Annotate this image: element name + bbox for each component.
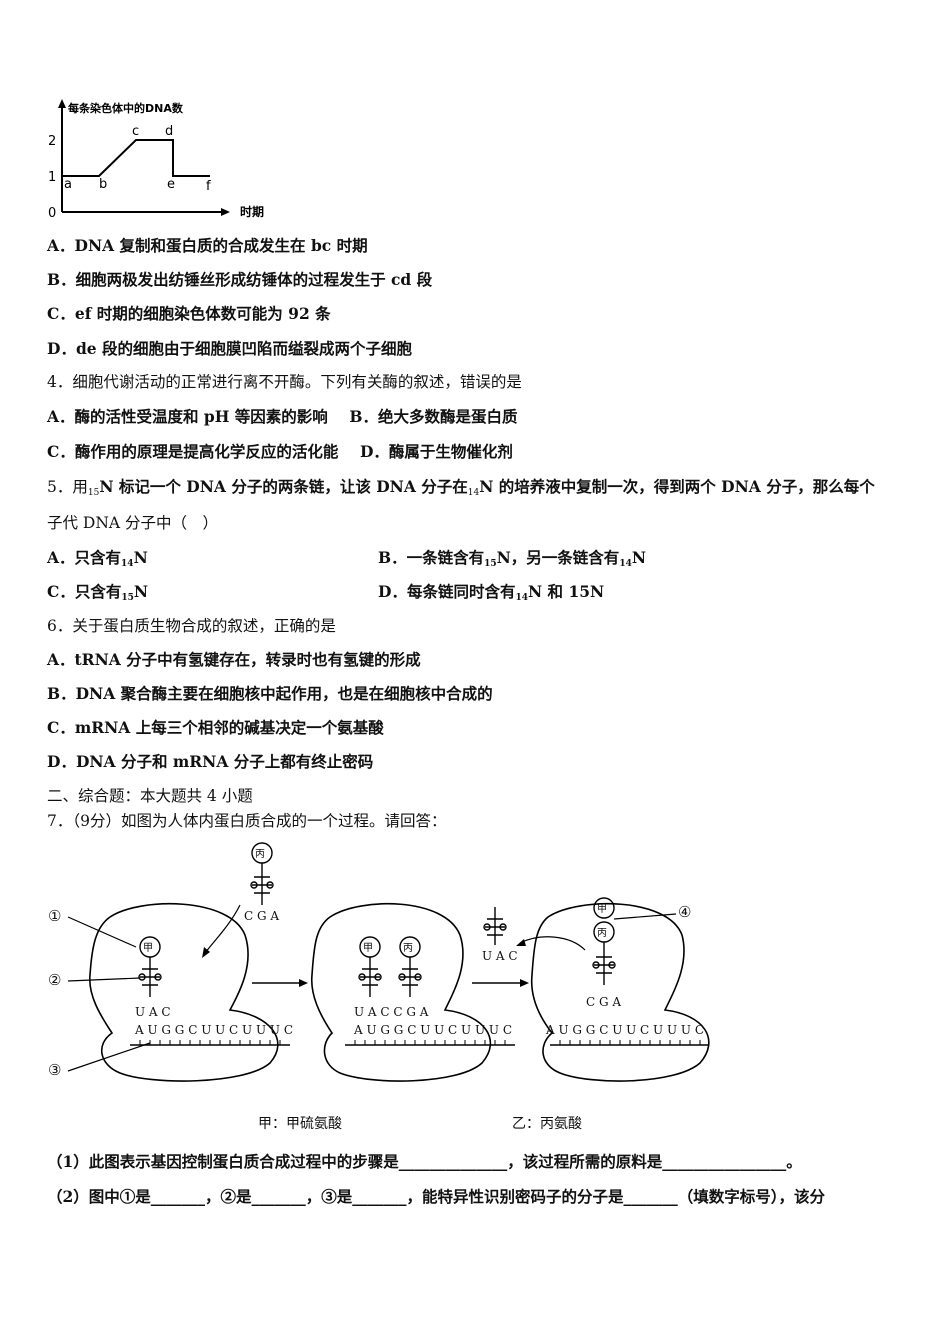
process-arrowhead-1 xyxy=(299,979,308,987)
point-label-b: b xyxy=(99,177,107,192)
q6-option-a: A．tRNA 分子中有氢键存在，转录时也有氢键的形成 xyxy=(47,650,421,669)
q7-stem: 7．（9分）如图为人体内蛋白质合成的一个过程。请回答： xyxy=(47,812,447,830)
process-arrowhead-2 xyxy=(520,979,529,987)
chart-svg: 每条染色体中的DNA数 时期 0 1 2 a b c d e f xyxy=(48,99,264,221)
point-label-f: f xyxy=(206,179,211,194)
point-label-d: d xyxy=(165,124,173,139)
anticodon-cga-3: C G A xyxy=(586,995,622,1009)
q4-options-row1: A．酶的活性受温度和 pH 等因素的影响 B．绝大多数酶是蛋白质 xyxy=(47,407,518,427)
chart-ylabel: 每条染色体中的DNA数 xyxy=(68,101,184,115)
q3-option-a: A．DNA 复制和蛋白质的合成发生在 bc 时期 xyxy=(47,236,368,255)
mrna-ticks-2 xyxy=(354,1040,506,1045)
point-label-a: a xyxy=(64,177,72,192)
q5-stem-part-a: 5．用 xyxy=(47,478,88,496)
q3-option-c: C．ef 时期的细胞染色体数可能为 92 条 xyxy=(47,304,331,323)
jia-label-1: 甲 xyxy=(143,943,153,954)
trna-site-2b xyxy=(398,936,422,997)
trna-site-1 xyxy=(138,936,162,997)
series-line xyxy=(62,139,210,177)
y-tick-label-2: 2 xyxy=(48,134,56,149)
q7-sub2: （2）图中①是_______，②是_______，③是_______，能特异性识… xyxy=(47,1187,826,1206)
q7-sub1: （1）此图表示基因控制蛋白质合成过程中的步骤是______________，该过… xyxy=(47,1152,802,1171)
anticodon-uac-1: U A C xyxy=(135,1005,171,1019)
q4-options-row2: C．酶作用的原理是提高化学反应的活化能 D．酶属于生物催化剂 xyxy=(47,442,513,462)
mrna-sequence-1: A U G G C U U C U U U C xyxy=(135,1023,294,1037)
dna-per-chromosome-chart: 每条染色体中的DNA数 时期 0 1 2 a b c d e f xyxy=(40,95,280,225)
q5-stem-part-c: N 的培养液中复制一次，得到两个 DNA 分子，那么每个 xyxy=(479,477,875,496)
q5-option-a: A．只含有14N xyxy=(47,548,148,569)
jia-label-2: 甲 xyxy=(363,943,373,954)
q3-option-b: B．细胞两极发出纺锤丝形成纺锤体的过程发生于 cd 段 xyxy=(47,270,433,289)
ribosome-2 xyxy=(310,903,492,1082)
trna-free-top xyxy=(250,842,274,905)
trna-leaving xyxy=(483,907,507,945)
pointer-1 xyxy=(67,916,137,948)
marker-2: ② xyxy=(48,971,62,989)
pointer-4 xyxy=(613,913,677,920)
bing-label-top: 丙 xyxy=(255,849,265,860)
y-tick-label-1: 1 xyxy=(48,170,56,185)
jia-label-3: 甲 xyxy=(597,904,607,915)
trna-site-3 xyxy=(592,897,616,985)
q5-options-row1: A．只含有14N B．一条链含有15N，另一条链含有14N xyxy=(47,548,907,574)
q5-stem-line2: 子代 DNA 分子中（ ） xyxy=(47,514,219,532)
q4-option-d: D．酶属于生物催化剂 xyxy=(359,442,513,461)
q6-stem: 6．关于蛋白质生物合成的叙述，正确的是 xyxy=(47,617,336,635)
ribosome-1 xyxy=(89,903,279,1082)
point-label-c: c xyxy=(132,124,139,139)
translation-svg xyxy=(67,842,710,1082)
arrow-trna-enter xyxy=(204,904,241,954)
anticodon-uac-leaving: U A C xyxy=(482,949,518,963)
mrna-ticks-1 xyxy=(139,1040,281,1045)
q5-option-b: B．一条链含有15N，另一条链含有14N xyxy=(378,548,647,569)
bing-label-3: 丙 xyxy=(597,928,607,939)
legend-jia: 甲：甲硫氨酸 xyxy=(258,1116,342,1132)
pointer-2 xyxy=(67,977,141,982)
q6-option-b: B．DNA 聚合酶主要在细胞核中起作用，也是在细胞核中合成的 xyxy=(47,684,493,703)
mrna-sequence-2: A U G G C U U C U U U C xyxy=(354,1023,513,1037)
q6-option-d: D．DNA 分子和 mRNA 分子上都有终止密码 xyxy=(47,752,374,771)
q5-option-c: C．只含有15N xyxy=(47,582,149,603)
mrna-sequence-3: A U G G C U U C U U U C xyxy=(546,1023,705,1037)
x-axis-arrow xyxy=(221,208,230,216)
marker-4: ④ xyxy=(678,903,692,921)
q4-stem: 4．细胞代谢活动的正常进行离不开酶。下列有关酶的叙述，错误的是 xyxy=(47,373,522,391)
q6-option-c: C．mRNA 上每三个相邻的碱基决定一个氨基酸 xyxy=(47,718,384,737)
chart-xlabel: 时期 xyxy=(240,204,264,219)
q3-option-d: D．de 段的细胞由于细胞膜凹陷而缢裂成两个子细胞 xyxy=(47,339,413,358)
anticodon-uac-cga-2: U A C C G A xyxy=(354,1005,429,1019)
marker-3: ③ xyxy=(48,1061,62,1079)
marker-1: ① xyxy=(48,907,62,925)
q5-stem-part-b: N 标记一个 DNA 分子的两条链，让该 DNA 分子在 xyxy=(99,477,468,496)
pointer-3 xyxy=(67,1042,151,1072)
anticodon-cga-top: C G A xyxy=(244,909,280,923)
bing-label-2: 丙 xyxy=(403,943,413,954)
q4-option-b: B．绝大多数酶是蛋白质 xyxy=(349,407,518,426)
q5-option-d: D．每条链同时含有14N 和 15N xyxy=(378,582,605,603)
arrow-trna-exit xyxy=(519,936,586,951)
point-label-e: e xyxy=(167,177,175,192)
q5-options-row2: C．只含有15N D．每条链同时含有14N 和 15N xyxy=(47,582,907,608)
q5-isotope-14: 14 xyxy=(467,488,480,498)
arrowhead-trna-exit xyxy=(516,939,526,946)
q5-stem: 5．用15N 标记一个 DNA 分子的两条链，让该 DNA 分子在14N 的培养… xyxy=(47,477,875,503)
y-tick-label-0: 0 xyxy=(48,206,56,221)
trna-site-2a xyxy=(358,936,382,997)
chart-marks: 0 1 2 a b c d e f xyxy=(48,124,211,221)
legend-yi: 乙：丙氨酸 xyxy=(512,1116,582,1132)
ribosome-3 xyxy=(530,903,710,1082)
y-axis-arrow xyxy=(58,99,66,108)
q5-isotope-15: 15 xyxy=(87,488,100,498)
arrowhead-trna-enter xyxy=(202,947,210,958)
q4-option-c: C．酶作用的原理是提高化学反应的活化能 xyxy=(47,442,339,461)
section2-heading: 二、综合题：本大题共 4 小题 xyxy=(47,787,253,805)
translation-figure: ① ② ③ ④ 丙 C G A 甲 甲 丙 甲 丙 U A C U A C U … xyxy=(40,835,730,1135)
q4-option-a: A．酶的活性受温度和 pH 等因素的影响 xyxy=(47,407,328,426)
mrna-ticks-3 xyxy=(559,1040,701,1045)
